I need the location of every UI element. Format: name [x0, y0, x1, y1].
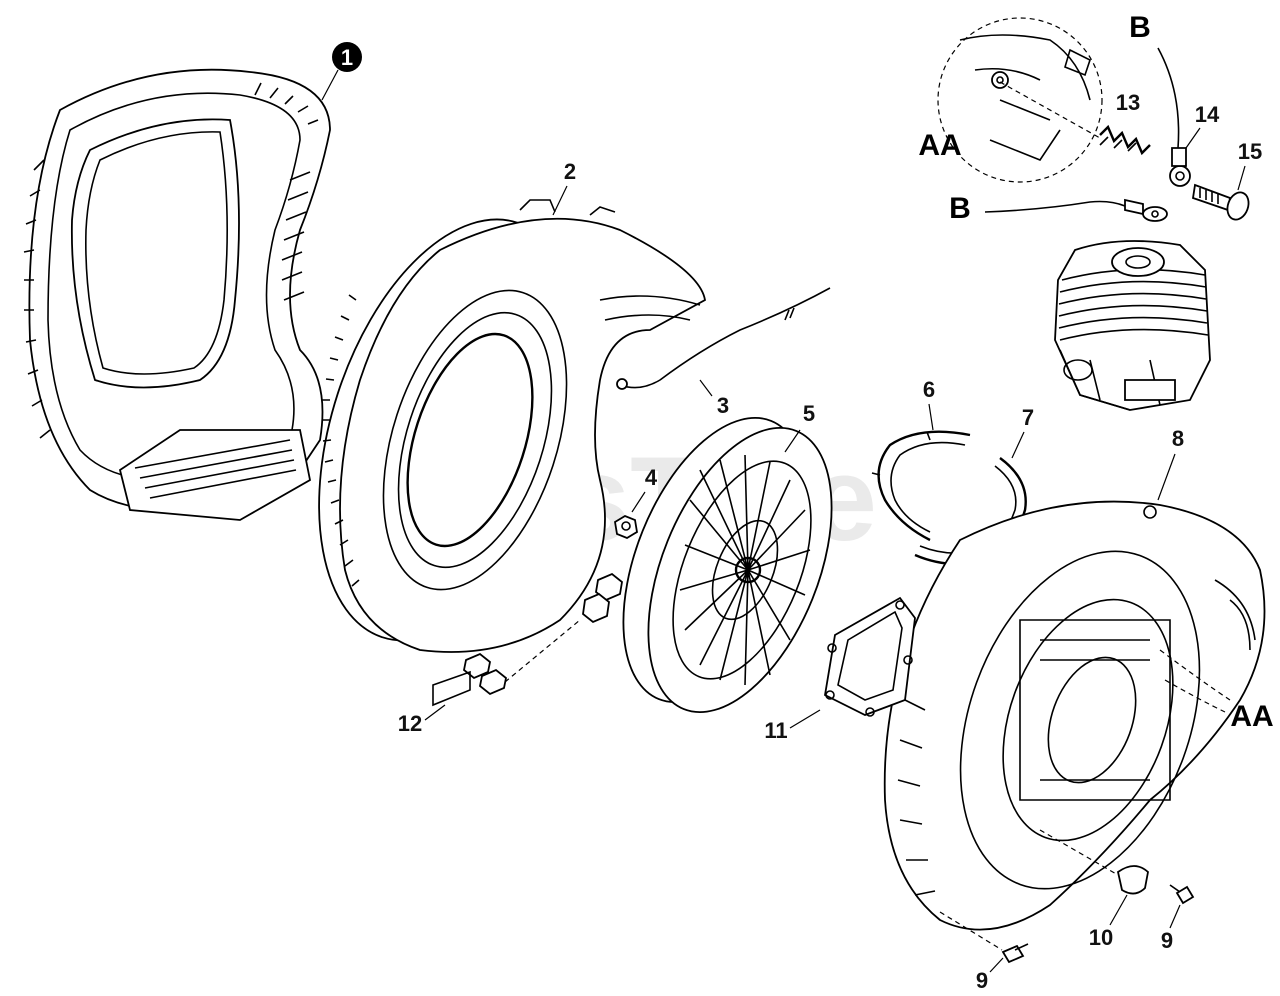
callout-14: 14	[1185, 102, 1220, 149]
svg-text:9: 9	[976, 968, 988, 993]
part-10-clip[interactable]	[1039, 829, 1149, 895]
part-3-wire[interactable]	[616, 287, 831, 390]
part-8-front-housing[interactable]	[883, 500, 1266, 931]
callout-4: 4	[631, 465, 658, 513]
b-wire[interactable]	[984, 198, 1168, 222]
part-9-screw-right[interactable]	[1169, 884, 1195, 905]
part-1-rear-frame[interactable]	[23, 68, 331, 521]
svg-text:12: 12	[398, 711, 422, 736]
callout-13: 13	[1116, 90, 1140, 115]
svg-text:11: 11	[764, 718, 787, 743]
svg-text:4: 4	[645, 465, 658, 490]
part-15-screw[interactable]	[1191, 183, 1252, 223]
svg-text:B: B	[949, 192, 971, 225]
callout-5: 5	[784, 401, 815, 453]
callout-7: 7	[1011, 405, 1034, 459]
part-4-nut[interactable]	[614, 514, 638, 540]
svg-text:8: 8	[1172, 426, 1184, 451]
part-6-ring[interactable]	[871, 430, 971, 542]
svg-text:AA: AA	[1230, 700, 1273, 733]
callout-9-right: 9	[1161, 904, 1181, 953]
part-14-ground-wire[interactable]	[1157, 47, 1191, 187]
svg-text:7: 7	[1022, 405, 1034, 430]
svg-text:15: 15	[1238, 139, 1262, 164]
engine-cylinder[interactable]	[1054, 240, 1211, 411]
svg-text:3: 3	[717, 393, 729, 418]
callout-10: 10	[1089, 894, 1128, 950]
callout-3: 3	[699, 379, 729, 418]
marker-b-left: B	[949, 192, 971, 225]
svg-text:B: B	[1129, 11, 1151, 44]
svg-text:5: 5	[803, 401, 815, 426]
part-12-grommets[interactable]	[432, 572, 623, 707]
callout-2: 2	[552, 159, 576, 216]
svg-text:9: 9	[1161, 928, 1173, 953]
part-5-fan[interactable]	[586, 392, 868, 739]
marker-aa-main: AA	[1159, 649, 1274, 733]
callout-12: 12	[398, 704, 446, 736]
detail-aa-circle	[937, 17, 1103, 183]
marker-aa-detail: AA	[918, 129, 961, 162]
callout-15: 15	[1237, 139, 1262, 191]
callout-6: 6	[923, 377, 935, 431]
callout-9-lower: 9	[976, 957, 1004, 993]
callout-1: 1	[321, 42, 362, 101]
part-2-fan-housing[interactable]	[270, 186, 706, 674]
svg-text:6: 6	[923, 377, 935, 402]
svg-text:13: 13	[1116, 90, 1140, 115]
svg-text:10: 10	[1089, 925, 1113, 950]
part-13-spring[interactable]	[999, 81, 1151, 156]
marker-b-top: B	[1129, 11, 1151, 44]
part-11-gasket[interactable]	[824, 596, 916, 717]
svg-text:14: 14	[1195, 102, 1220, 127]
svg-text:2: 2	[564, 159, 576, 184]
part-9-screw-lower[interactable]	[939, 911, 1029, 964]
callout-11: 11	[764, 709, 821, 743]
callout-8: 8	[1157, 426, 1184, 501]
svg-text:1: 1	[341, 45, 353, 70]
svg-text:AA: AA	[918, 129, 961, 162]
